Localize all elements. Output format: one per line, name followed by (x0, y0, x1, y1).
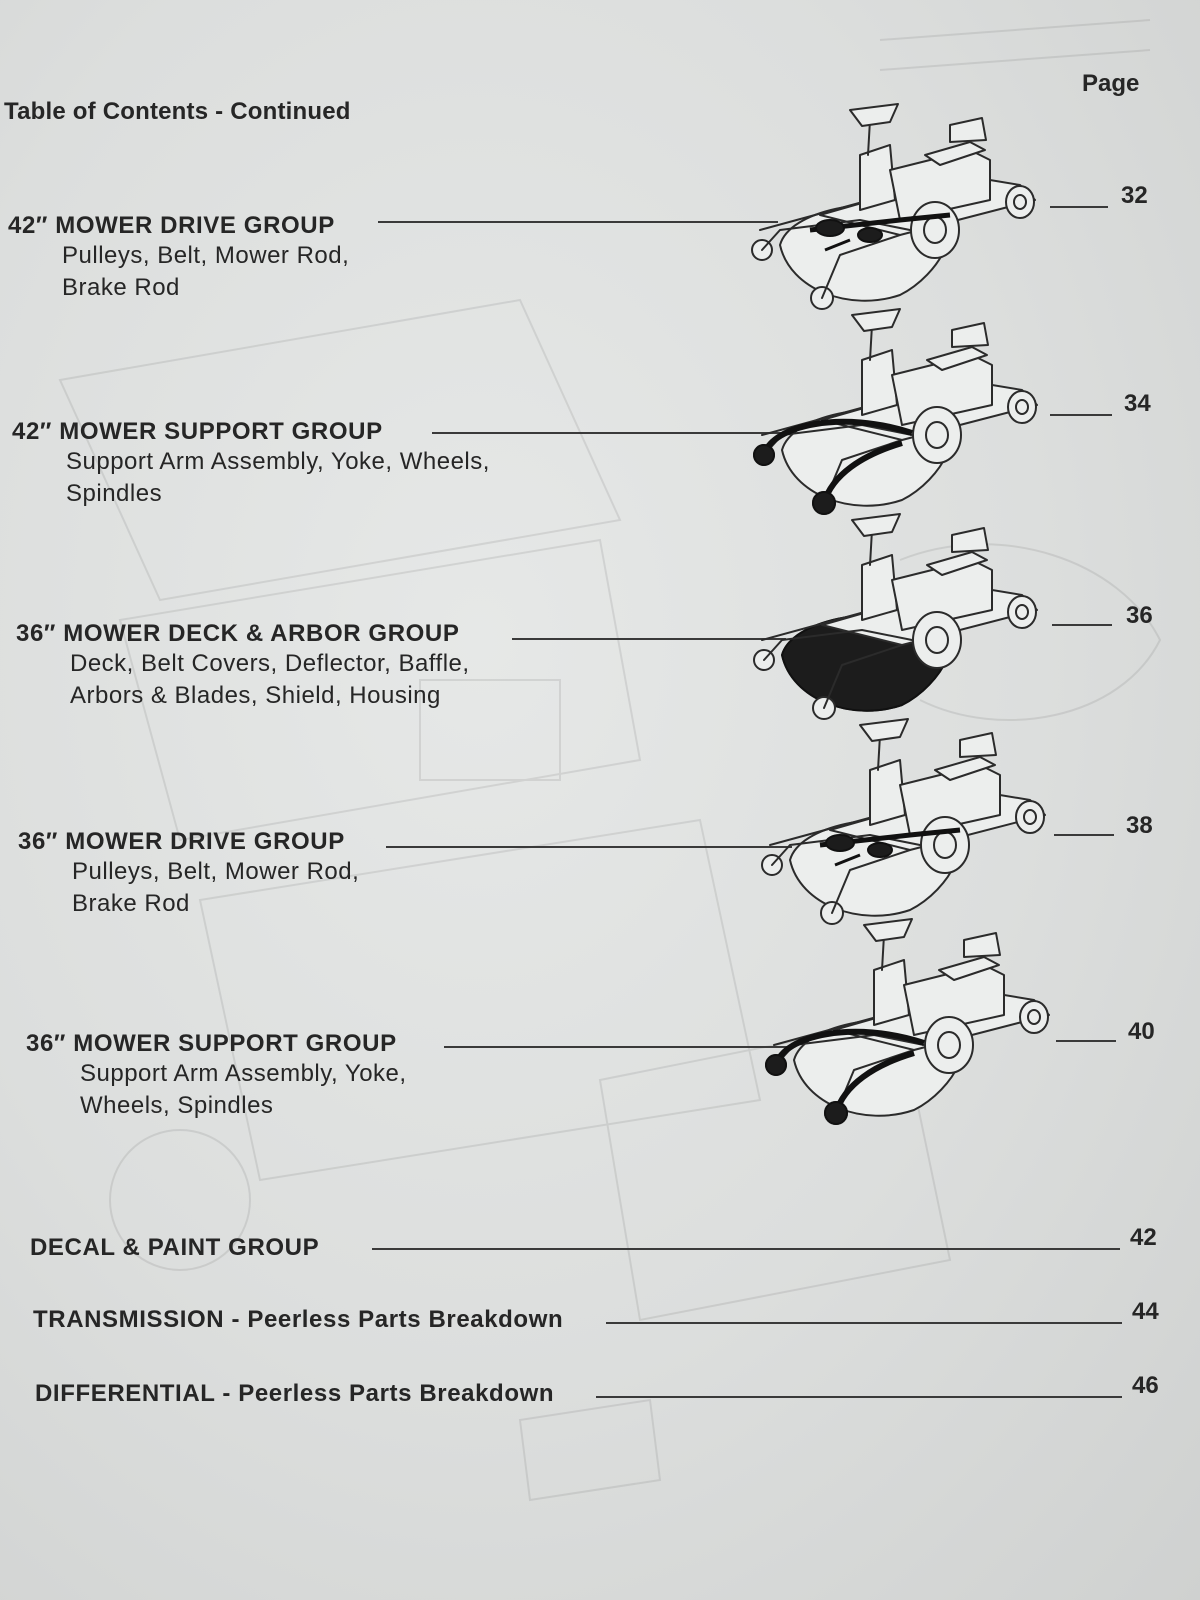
section-title: Table of Contents - Continued (4, 98, 351, 125)
toc-entry: 42″ MOWER DRIVE GROUP Pulleys, Belt, Mowe… (8, 212, 349, 304)
toc-entry-title: 36″ MOWER DECK & ARBOR GROUP (16, 620, 460, 647)
toc-entry-title: TRANSMISSION - Peerless Parts Breakdown (33, 1306, 564, 1333)
page-number: 34 (1124, 390, 1151, 417)
toc-entry-description: Deck, Belt Covers, Deflector, Baffle, (70, 650, 470, 677)
page-number: 40 (1128, 1018, 1155, 1045)
leader-line (372, 1248, 1120, 1250)
page-number: 32 (1121, 182, 1148, 209)
leader-line (1052, 624, 1112, 626)
leader-line (386, 846, 792, 848)
page-number: 38 (1126, 812, 1153, 839)
toc-entry-title: 36″ MOWER DRIVE GROUP (18, 828, 345, 855)
toc-entry: 36″ MOWER SUPPORT GROUP Support Arm Assem… (26, 1030, 407, 1122)
page-number: 42 (1130, 1224, 1157, 1251)
toc-entry-description: Pulleys, Belt, Mower Rod, (72, 858, 360, 885)
leader-line (596, 1396, 1122, 1398)
leader-line (378, 221, 778, 223)
toc-entry: 42″ MOWER SUPPORT GROUP Support Arm Assem… (12, 418, 490, 510)
leader-line (606, 1322, 1122, 1324)
page-number: 36 (1126, 602, 1153, 629)
leader-line (444, 1046, 792, 1048)
riding-mower-illustration-icon (764, 915, 1064, 1135)
toc-entry-description: Brake Rod (72, 890, 190, 917)
toc-entry-description: Wheels, Spindles (80, 1092, 274, 1119)
riding-mower-illustration-icon (752, 305, 1052, 525)
toc-entry-description: Arbors & Blades, Shield, Housing (70, 682, 441, 709)
riding-mower-illustration-icon (760, 715, 1060, 935)
page-number: 46 (1132, 1372, 1159, 1399)
toc-entry-title: 36″ MOWER SUPPORT GROUP (26, 1030, 397, 1057)
toc-entry-title: DECAL & PAINT GROUP (30, 1234, 320, 1261)
leader-line (1050, 206, 1108, 208)
toc-entry-description: Brake Rod (62, 274, 180, 301)
riding-mower-illustration-icon (750, 100, 1050, 320)
leader-line (432, 432, 782, 434)
page-number: 44 (1132, 1298, 1159, 1325)
toc-entry-title: DIFFERENTIAL - Peerless Parts Breakdown (35, 1380, 555, 1407)
riding-mower-illustration-icon (752, 510, 1052, 730)
toc-entry-description: Pulleys, Belt, Mower Rod, (62, 242, 350, 269)
toc-entry: 36″ MOWER DECK & ARBOR GROUP Deck, Belt C… (16, 620, 470, 712)
leader-line (1050, 414, 1112, 416)
toc-entry-description: Support Arm Assembly, Yoke, Wheels, (66, 448, 490, 475)
toc-entry: 36″ MOWER DRIVE GROUP Pulleys, Belt, Mowe… (18, 828, 359, 920)
leader-line (512, 638, 786, 640)
toc-entry-title: 42″ MOWER SUPPORT GROUP (12, 418, 383, 445)
toc-entry-description: Support Arm Assembly, Yoke, (80, 1060, 407, 1087)
leader-line (1056, 1040, 1116, 1042)
toc-entry-description: Spindles (66, 480, 163, 507)
leader-line (1054, 834, 1114, 836)
page-column-label: Page (1082, 70, 1140, 97)
toc-entry-title: 42″ MOWER DRIVE GROUP (8, 212, 335, 239)
